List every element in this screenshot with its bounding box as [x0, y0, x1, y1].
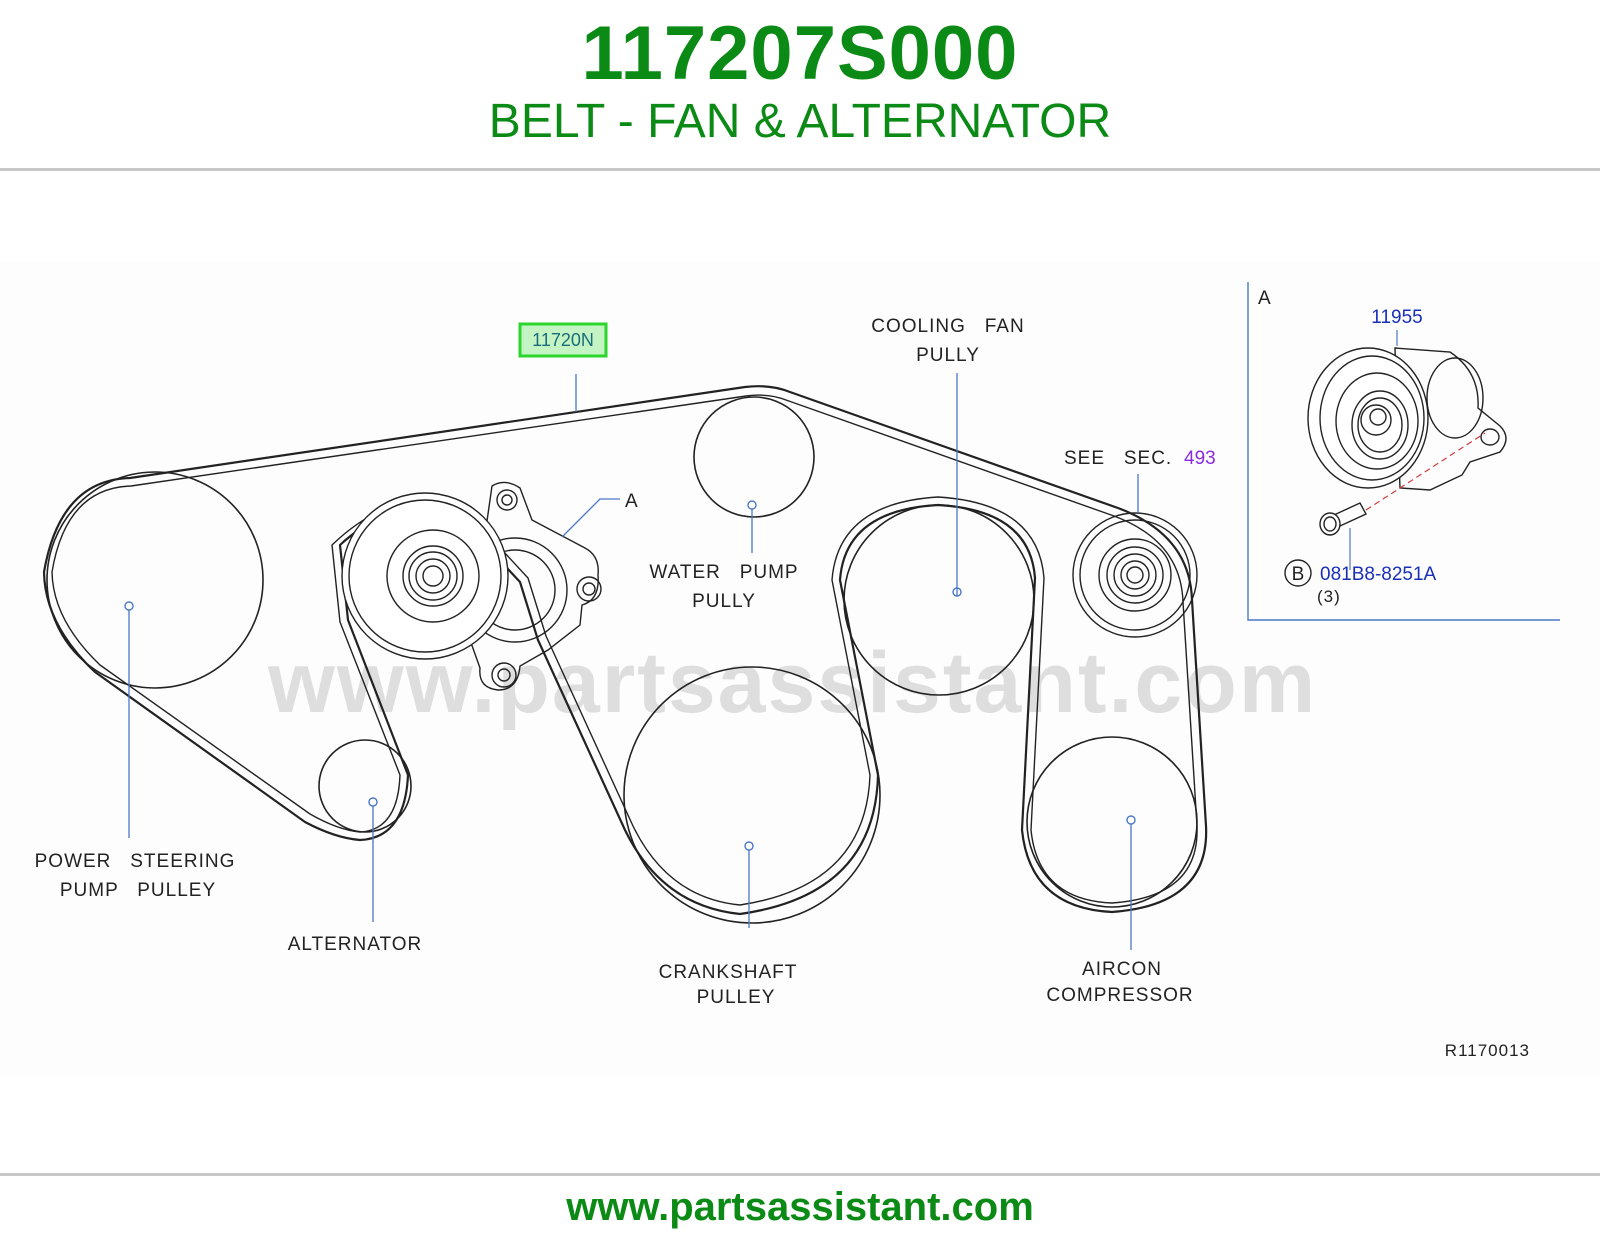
aircon-label-line2: COMPRESSOR [1046, 985, 1193, 1006]
power-steering-center-dot [124, 601, 134, 611]
belt-diagram: www.partsassistant.com [35, 282, 1560, 1060]
bolt-axis-line [1365, 432, 1486, 511]
footer-divider [0, 1173, 1600, 1176]
power-steering-label-line2: PUMP PULLEY [60, 880, 216, 901]
part-number-title: 117207S000 [581, 11, 1019, 96]
belt-part-link[interactable]: 11720N [518, 322, 608, 358]
water-pump-center-dot [747, 500, 757, 510]
detail-a-marker: A [625, 491, 639, 512]
leader-lines [128, 373, 1139, 950]
footer-url[interactable]: www.partsassistant.com [566, 1185, 1034, 1229]
cooling-fan-label-line2: PULLY [916, 345, 980, 366]
crankshaft-label-line2: PULLEY [697, 987, 776, 1008]
bolt-marker-circle [1284, 559, 1312, 587]
power-steering-pulley[interactable] [46, 471, 264, 689]
aircon-label-line1: AIRCON [1082, 959, 1162, 980]
inset-tensioner[interactable] [1307, 347, 1507, 491]
bolt-icon[interactable] [1319, 502, 1367, 536]
drawing-code: R1170013 [1445, 1041, 1530, 1060]
diagram-canvas: www.partsassistant.com [0, 262, 1600, 1077]
crankshaft-pulley[interactable] [623, 666, 881, 924]
water-pump-label-line1: WATER PUMP [649, 562, 798, 583]
belt-tensioner[interactable] [341, 481, 602, 691]
belt-part-number[interactable]: 11720N [532, 330, 594, 350]
crankshaft-label-line1: CRANKSHAFT [659, 962, 798, 983]
page-header: 117207S000 BELT - FAN & ALTERNATOR [0, 0, 1600, 168]
part-description-title: BELT - FAN & ALTERNATOR [488, 95, 1112, 148]
bolt-quantity: (3) [1317, 587, 1341, 606]
bolt-part-link[interactable]: 081B8-8251A [1320, 564, 1437, 585]
detail-a-inset: A 11955 B 081B8-8251A (3) [1247, 282, 1560, 621]
header-divider [0, 168, 1600, 171]
aircon-center-dot [1126, 815, 1136, 825]
water-pump-label-line2: PULLY [692, 591, 756, 612]
water-pump-pulley[interactable] [693, 396, 815, 518]
fan-belt[interactable] [42, 385, 1208, 916]
alternator-center-dot [368, 797, 378, 807]
cooling-fan-label-line1: COOLING FAN [871, 316, 1024, 337]
idler-pulley[interactable] [1072, 512, 1198, 638]
power-steering-label-line1: POWER STEERING [35, 851, 236, 872]
inset-title: A [1258, 288, 1272, 309]
bolt-marker-letter: B [1292, 564, 1305, 585]
see-section-label: SEE SEC. [1064, 448, 1172, 469]
aircon-compressor-pulley[interactable] [1026, 736, 1198, 908]
tensioner-part-link[interactable]: 11955 [1371, 307, 1422, 328]
see-section-link[interactable]: 493 [1184, 448, 1216, 469]
cooling-fan-pulley[interactable] [843, 504, 1035, 696]
alternator-pulley[interactable] [318, 739, 412, 833]
alternator-label: ALTERNATOR [288, 934, 423, 955]
crankshaft-center-dot [744, 841, 754, 851]
